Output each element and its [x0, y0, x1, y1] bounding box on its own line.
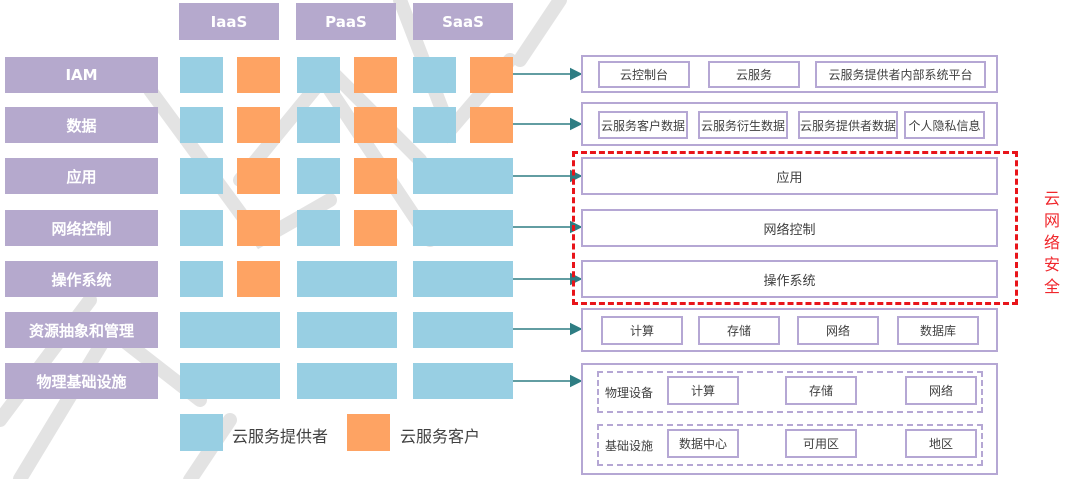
resource-item: 数据库	[897, 316, 979, 345]
cell-iaas-customer	[237, 261, 280, 297]
cell-iaas-provider	[180, 363, 280, 399]
column-header-paas: PaaS	[296, 3, 396, 40]
resource-detail-box: 计算 存储 网络 数据库	[581, 308, 998, 352]
cell-iaas-customer	[237, 210, 280, 246]
iam-item: 云服务提供者内部系统平台	[815, 61, 986, 88]
cell-paas-provider	[297, 363, 397, 399]
resource-item: 网络	[797, 316, 879, 345]
device-item: 计算	[667, 376, 739, 405]
security-label-char: 网	[1043, 211, 1060, 230]
row-label-app: 应用	[5, 158, 158, 194]
cell-paas-provider	[297, 261, 397, 297]
cell-saas-customer	[470, 57, 513, 93]
cell-paas-provider	[297, 210, 340, 246]
cell-iaas-provider	[180, 312, 280, 348]
cell-paas-provider	[297, 57, 340, 93]
row-label-physical-infra: 物理基础设施	[5, 363, 158, 399]
resource-item: 存储	[698, 316, 780, 345]
physical-detail-box: 物理设备 计算 存储 网络 基础设施 数据中心 可用区 地区	[581, 363, 998, 475]
cell-saas-provider	[413, 107, 456, 143]
cell-iaas-customer	[237, 57, 280, 93]
infra-item: 数据中心	[667, 429, 739, 458]
legend-swatch-customer	[347, 414, 390, 451]
data-detail-box: 云服务客户数据 云服务衍生数据 云服务提供者数据 个人隐私信息	[581, 102, 998, 146]
cell-paas-provider	[297, 107, 340, 143]
cell-paas-provider	[297, 312, 397, 348]
row-label-os: 操作系统	[5, 261, 158, 297]
column-header-iaas: IaaS	[179, 3, 279, 40]
cell-paas-customer	[354, 107, 397, 143]
cell-iaas-provider	[180, 261, 223, 297]
cell-saas-provider	[413, 312, 513, 348]
infra-item: 地区	[905, 429, 977, 458]
cell-saas-provider	[413, 158, 513, 194]
column-header-saas: SaaS	[413, 3, 513, 40]
security-label-char: 全	[1043, 277, 1060, 296]
os-box: 操作系统	[581, 260, 998, 298]
row-label-resource-mgmt: 资源抽象和管理	[5, 312, 158, 348]
row-label-data: 数据	[5, 107, 158, 143]
security-label: 云 网 络 安 全	[1042, 188, 1062, 298]
cell-saas-provider	[413, 363, 513, 399]
cell-iaas-customer	[237, 107, 280, 143]
security-label-char: 云	[1043, 189, 1060, 208]
iam-item: 云服务	[708, 61, 800, 88]
row-label-network-control: 网络控制	[5, 210, 158, 246]
network-control-box: 网络控制	[581, 209, 998, 247]
resource-item: 计算	[601, 316, 683, 345]
arrows	[513, 67, 583, 388]
data-item: 云服务提供者数据	[798, 111, 898, 139]
infrastructure-label: 基础设施	[605, 439, 654, 453]
cell-paas-customer	[354, 57, 397, 93]
data-item: 云服务衍生数据	[698, 111, 788, 139]
legend-swatch-provider	[180, 414, 223, 451]
cell-paas-customer	[354, 210, 397, 246]
security-label-char: 安	[1043, 255, 1060, 274]
cell-saas-customer	[470, 107, 513, 143]
cell-iaas-provider	[180, 57, 223, 93]
cell-saas-provider	[413, 57, 456, 93]
cell-iaas-customer	[237, 158, 280, 194]
physical-devices-group: 物理设备 计算 存储 网络	[597, 371, 983, 413]
device-item: 存储	[785, 376, 857, 405]
row-label-iam: IAM	[5, 57, 158, 93]
physical-devices-label: 物理设备	[605, 386, 654, 400]
data-item: 个人隐私信息	[904, 111, 985, 139]
cell-iaas-provider	[180, 210, 223, 246]
device-item: 网络	[905, 376, 977, 405]
legend-label-provider: 云服务提供者	[232, 427, 329, 446]
iam-item: 云控制台	[598, 61, 690, 88]
security-label-char: 络	[1043, 233, 1060, 252]
data-item: 云服务客户数据	[598, 111, 688, 139]
iam-detail-box: 云控制台 云服务 云服务提供者内部系统平台	[581, 55, 998, 93]
cell-iaas-provider	[180, 158, 223, 194]
cell-saas-provider	[413, 210, 513, 246]
cloud-network-security-region	[572, 151, 1018, 305]
infrastructure-group: 基础设施 数据中心 可用区 地区	[597, 424, 983, 466]
infra-item: 可用区	[785, 429, 857, 458]
app-box: 应用	[581, 157, 998, 195]
cell-saas-provider	[413, 261, 513, 297]
cell-paas-provider	[297, 158, 340, 194]
legend-label-customer: 云服务客户	[400, 427, 481, 446]
cell-iaas-provider	[180, 107, 223, 143]
cell-paas-customer	[354, 158, 397, 194]
